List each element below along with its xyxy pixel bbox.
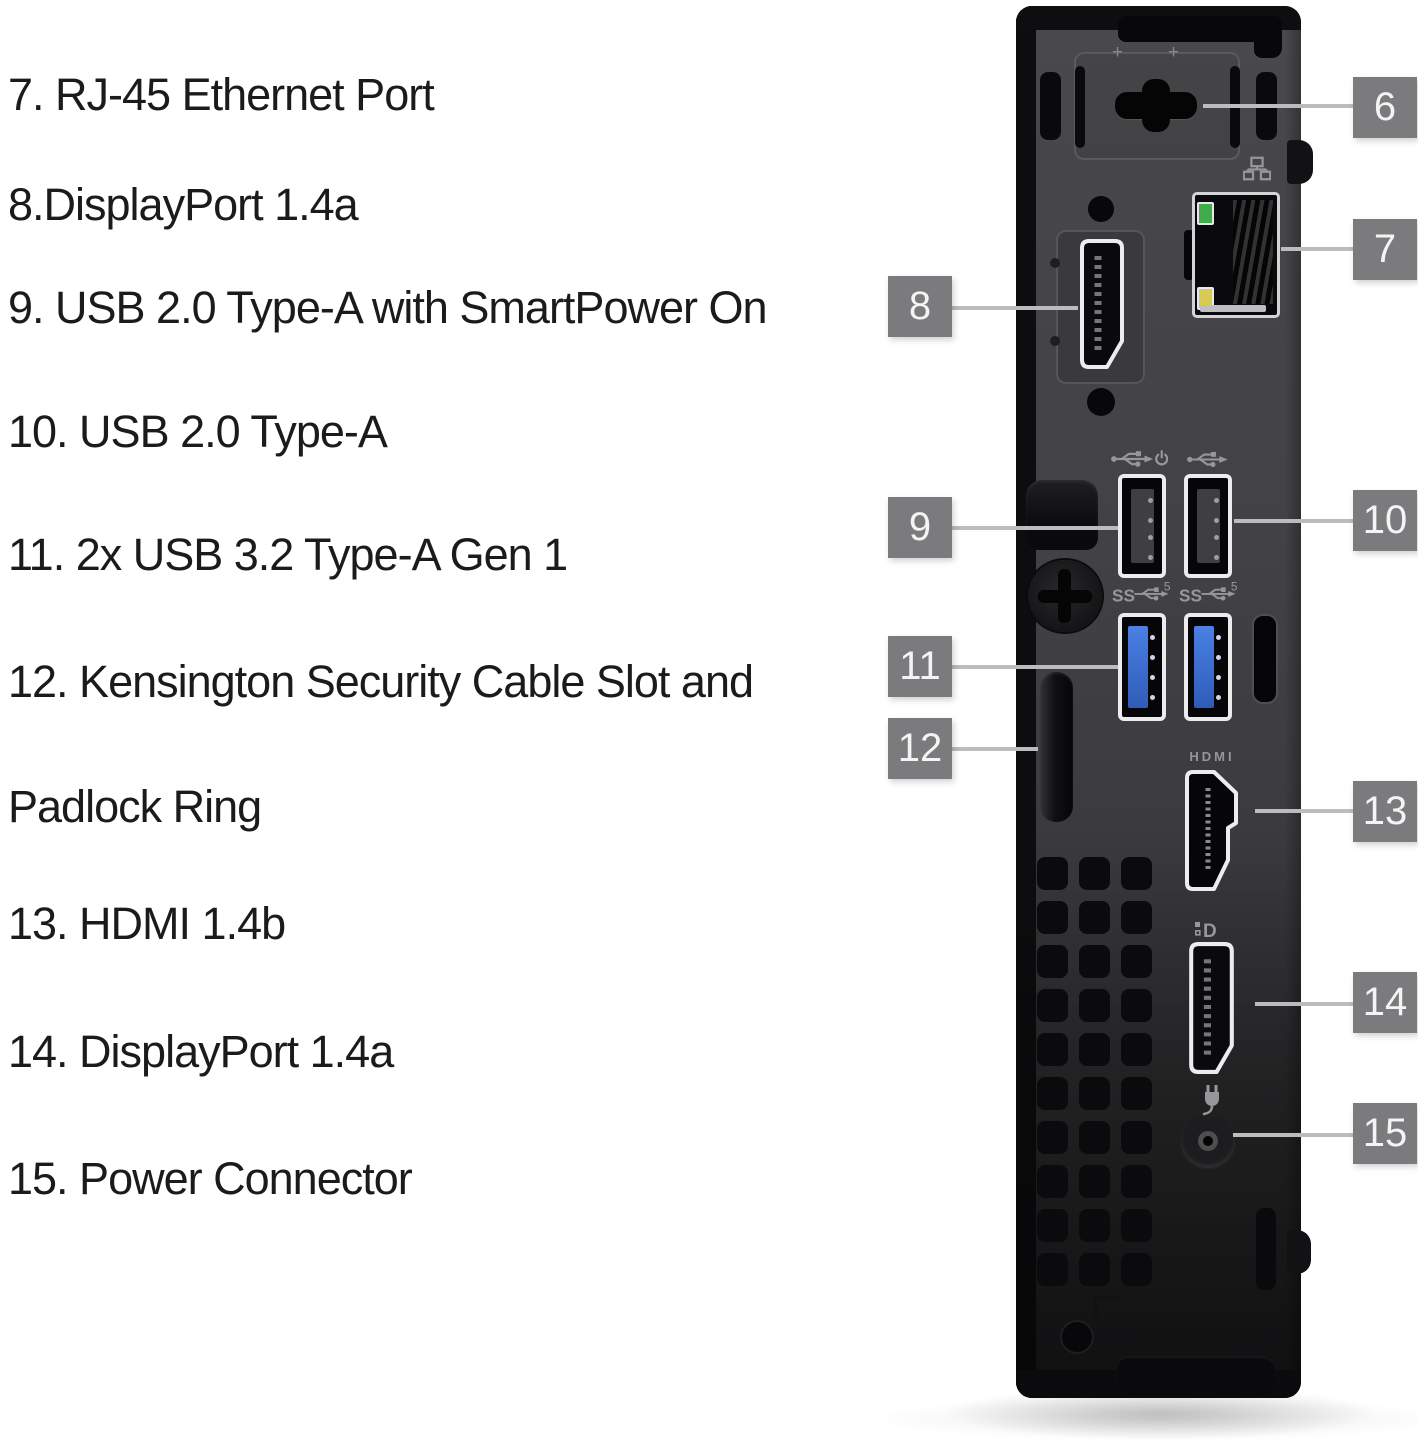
- hdmi-label: HDMI: [1189, 749, 1235, 764]
- callout-box-8: 8: [888, 276, 952, 337]
- network-icon: [1243, 156, 1271, 181]
- legend-item-9: 9. USB 2.0 Type-A with SmartPower On: [8, 282, 768, 333]
- leader-line-11: [950, 665, 1118, 669]
- legend-item-10: 10. USB 2.0 Type-A: [8, 406, 388, 457]
- superspeed-usb-icon: SS 5: [1179, 580, 1238, 605]
- chassis-left-edge: [1016, 6, 1036, 1398]
- usb-trident-icon: [1187, 451, 1228, 468]
- usb-tongue: [1131, 489, 1154, 563]
- cover-screw-icon: +: [1168, 42, 1180, 63]
- ethernet-green-led: [1197, 202, 1214, 225]
- legend-item-11: 11. 2x USB 3.2 Type-A Gen 1: [8, 529, 568, 580]
- rj45-clip-notch: [1184, 230, 1194, 280]
- chassis-right-edge: [1285, 26, 1301, 1376]
- legend-item-14: 14. DisplayPort 1.4a: [8, 1026, 394, 1077]
- callout-box-15: 15: [1353, 1103, 1417, 1164]
- vent-slot: [1075, 66, 1085, 148]
- panel-screw: [1050, 258, 1060, 268]
- leader-line-8: [950, 306, 1078, 310]
- usb3-blue-tongue: [1128, 626, 1148, 708]
- rj45-pins: [1233, 200, 1273, 304]
- corner-mark: [1232, 1328, 1258, 1354]
- leader-line-7: [1281, 247, 1354, 251]
- antenna-plus-slot: [1142, 79, 1170, 132]
- displayport-14: [1189, 942, 1234, 1074]
- svg-text:SS: SS: [1112, 585, 1135, 605]
- power-plug-icon: [1202, 1085, 1219, 1116]
- callout-box-6: 6: [1353, 77, 1417, 138]
- rj45-bottom-shield: [1200, 305, 1266, 312]
- svg-text:D: D: [1203, 921, 1217, 940]
- legend-item-15: 15. Power Connector: [8, 1153, 413, 1204]
- cover-screw-icon: +: [1112, 42, 1124, 63]
- thumbscrew: [1028, 560, 1102, 632]
- usb2-port: [1184, 474, 1232, 578]
- screw-hole: [1088, 196, 1114, 222]
- usb-tongue: [1197, 489, 1220, 563]
- top-handle-hook: [1254, 16, 1282, 58]
- kensington-security-slot: [1254, 616, 1276, 702]
- vent-slot: [1256, 1208, 1276, 1290]
- cable-cover-knob: [1026, 480, 1098, 550]
- screw-hole: [1062, 1322, 1092, 1352]
- callout-box-9: 9: [888, 497, 952, 558]
- power-connector-pin-hole: [1203, 1136, 1213, 1146]
- svg-text:5: 5: [1231, 580, 1238, 593]
- legend-item-12: 12. Kensington Security Cable Slot and: [8, 656, 754, 707]
- power-connector: [1182, 1116, 1234, 1166]
- legend-item-12-line2: Padlock Ring: [8, 781, 262, 832]
- vent-slot: [1040, 72, 1061, 140]
- legend-item-7: 7. RJ-45 Ethernet Port: [8, 69, 435, 120]
- legend-item-13: 13. HDMI 1.4b: [8, 898, 286, 949]
- displayport-logo-icon: D: [1195, 921, 1217, 940]
- svg-text:5: 5: [1164, 580, 1171, 593]
- callout-box-10: 10: [1353, 490, 1417, 551]
- leader-line-14: [1255, 1002, 1354, 1006]
- panel-screw: [1050, 336, 1060, 346]
- leader-line-10: [1234, 519, 1354, 523]
- leader-line-15: [1233, 1133, 1354, 1137]
- superspeed-usb-icon: SS 5: [1112, 580, 1171, 605]
- device-shadow-soft: [880, 1398, 1418, 1440]
- leader-line-6: [1203, 104, 1354, 108]
- usb3-port-2: [1184, 613, 1232, 721]
- leader-line-12: [950, 747, 1038, 751]
- callout-box-7: 7: [1353, 219, 1417, 280]
- leader-line-13: [1255, 809, 1354, 813]
- usb3-port-1: [1118, 613, 1166, 721]
- screw-hole: [1087, 388, 1115, 416]
- hdmi-port: [1185, 770, 1238, 891]
- usb-trident-power-icon: [1111, 450, 1168, 467]
- svg-text:SS: SS: [1179, 585, 1202, 605]
- corner-mark: [1094, 1296, 1120, 1322]
- side-button: [1287, 1230, 1311, 1274]
- rj45-ethernet-port: [1192, 192, 1280, 318]
- bottom-release-latch: [1117, 1356, 1277, 1396]
- callout-box-11: 11: [888, 636, 952, 697]
- displayport-8: [1080, 239, 1124, 369]
- padlock-ring-latch: [1040, 672, 1073, 822]
- callout-box-13: 13: [1353, 781, 1417, 842]
- legend-item-8: 8.DisplayPort 1.4a: [8, 179, 359, 230]
- callout-box-12: 12: [888, 718, 952, 779]
- vent-grid: [1037, 857, 1152, 1286]
- leader-line-9: [950, 526, 1118, 530]
- usb3-blue-tongue: [1194, 626, 1214, 708]
- usb2-smartpower-port: [1118, 474, 1166, 578]
- side-button: [1287, 140, 1313, 184]
- callout-box-14: 14: [1353, 972, 1417, 1033]
